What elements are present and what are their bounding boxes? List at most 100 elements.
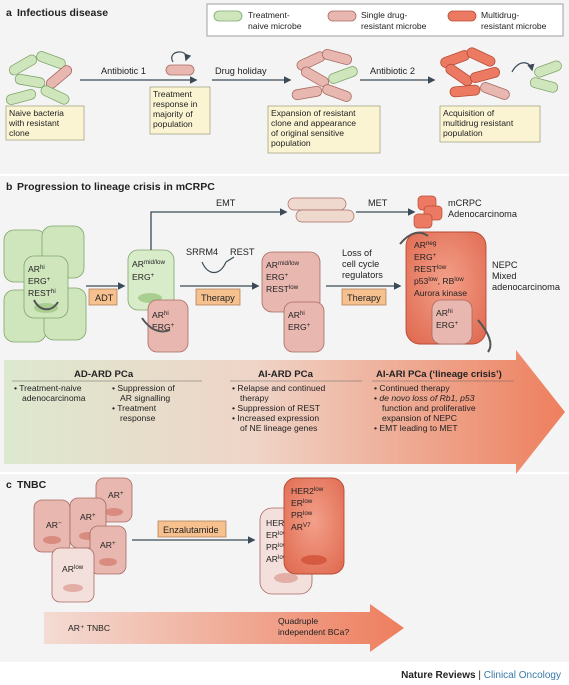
cell1-rest: RESThi [28, 288, 56, 298]
cell2-ar: ARmid/low [132, 259, 165, 269]
fibroblast-1 [33, 299, 59, 311]
curved-arrow-2 [511, 62, 535, 73]
tnbc-bar-right-2: independent BCa? [278, 627, 349, 637]
label-srrm4: SRRM4 [186, 247, 218, 257]
arrow-emt [150, 208, 288, 250]
mcrpc-cells [413, 195, 443, 229]
legend-red-swatch [447, 10, 477, 22]
tnbc-bar-left: AR⁺ TNBC [68, 623, 110, 633]
panel-b-letter: b [6, 181, 12, 193]
label-emt: EMT [216, 198, 236, 208]
tnbc-cells [33, 477, 133, 603]
callout-expansion [267, 105, 381, 154]
tnbc-cell-3: AR+ [80, 512, 96, 522]
nepc-label-1: NEPC [492, 260, 518, 270]
callout-expansion-line1: Expansion of resistant [271, 108, 356, 118]
callout-response-line4: population [153, 119, 193, 129]
treatment-naive-after [529, 60, 562, 93]
cell4b-rose [431, 299, 473, 345]
legend-green-line2: naive microbe [248, 21, 302, 31]
fibroblast-2 [141, 317, 171, 333]
phase1-b3: • Treatment [112, 403, 157, 413]
label-therapy-2: Therapy [347, 293, 381, 303]
light-pr: PRlow [266, 542, 288, 552]
legend-red-line2: resistant microbe [481, 21, 547, 31]
fibroblast-4 [477, 319, 492, 353]
cell3b-ar: ARhi [288, 310, 305, 320]
callout-naive-line1: Naive bacteria [9, 108, 64, 118]
label-drug-holiday: Drug holiday [215, 66, 267, 76]
dark-ar: ARV7 [291, 522, 311, 532]
phase1-b1-l2: adenocarcinoma [22, 393, 86, 403]
mesenchymal-cells [287, 197, 355, 223]
label-met: MET [368, 198, 388, 208]
cell1-erg: ERG+ [28, 276, 51, 286]
cell4b-ar: ARhi [436, 308, 453, 318]
callout-naive-line3: clone [9, 128, 30, 138]
callout-expansion-line3: of original sensitive [271, 128, 344, 138]
nepc-label-3: adenocarcinoma [492, 282, 561, 292]
dark-er: ERlow [291, 498, 313, 508]
cell1-ar: ARhi [28, 264, 45, 274]
label-adt: ADT [95, 293, 114, 303]
phase3-title: AI-ARI PCa (‘lineage crisis’) [376, 369, 502, 380]
journal-name: Nature Reviews [401, 670, 476, 681]
tnbc-cell-4: AR+ [100, 540, 116, 550]
cell3b-rose [283, 301, 325, 353]
phase3-b2: • de novo loss of Rb1, p53 [374, 393, 475, 403]
callout-response [149, 86, 211, 135]
phase3-b2-l2: function and proliferative [382, 403, 476, 413]
phase2-b3-l2: of NE lineage genes [240, 423, 317, 433]
label-therapy-1: Therapy [201, 293, 235, 303]
expansion-cluster [291, 49, 358, 102]
journal-footer: Nature Reviews | Clinical Oncology [401, 670, 561, 681]
label-antibiotic-2: Antibiotic 2 [370, 66, 415, 76]
callout-naive [5, 105, 85, 141]
cell3-erg: ERG+ [266, 272, 289, 282]
adt-box [88, 288, 118, 306]
cell3b-erg: ERG+ [288, 322, 311, 332]
panel-b-title: Progression to lineage crisis in mCRPC [17, 181, 215, 193]
phase1-b3-l2: response [120, 413, 156, 423]
cell4-aurora: Aurora kinase [414, 288, 467, 298]
cell2b-ar: ARhi [152, 310, 169, 320]
callout-naive-line2: with resistant [8, 118, 60, 128]
phase1-b1: • Treatment-naive [14, 383, 82, 393]
footer-separator: | [475, 670, 484, 681]
legend-green-swatch [213, 10, 243, 22]
light-er: ERlow [266, 530, 288, 540]
cell2b-erg: ERG+ [152, 322, 175, 332]
fibroblast-3 [399, 231, 429, 245]
tnbc-cell-5: ARlow [62, 564, 84, 574]
surviving-microbe [165, 64, 195, 76]
tnbc-cell-1: AR+ [108, 490, 124, 500]
phase1-b2-l2: AR signalling [120, 393, 170, 403]
cell3-rest: RESTlow [266, 284, 299, 294]
cell2-erg: ERG+ [132, 272, 155, 282]
callout-multidrug-line3: population [443, 128, 483, 138]
cell4-p53-rb: p53low, RBlow [414, 276, 464, 286]
phase2-title: AI-ARD PCa [258, 369, 314, 380]
callout-expansion-line4: population [271, 138, 311, 148]
phase2-b3: • Increased expression [232, 413, 319, 423]
dark-her2: HER2low [291, 486, 324, 496]
panel-a-letter: a [6, 7, 12, 19]
callout-response-line1: Treatment [153, 89, 192, 99]
cell3-ar: ARmid/low [266, 260, 299, 270]
therapy-box-1 [195, 288, 241, 306]
callout-multidrug-line2: multidrug resistant [443, 118, 514, 128]
legend-rose-line1: Single drug- [361, 10, 407, 20]
label-enzalutamide: Enzalutamide [163, 525, 219, 535]
loss-line-2: cell cycle [342, 259, 379, 269]
panel-a-title: Infectious disease [17, 7, 108, 19]
light-ar: ARlow [266, 554, 288, 564]
callout-multidrug [439, 105, 541, 143]
legend-green-line1: Treatment- [248, 10, 290, 20]
phase1-b2: • Suppression of [112, 383, 175, 393]
cell4-rest: RESTlow [414, 264, 447, 274]
journal-section: Clinical Oncology [483, 670, 561, 681]
phase1-title: AD-ARD PCa [74, 369, 134, 380]
nepc-label-2: Mixed [492, 271, 517, 281]
phase3-b3: • EMT leading to MET [374, 423, 458, 433]
